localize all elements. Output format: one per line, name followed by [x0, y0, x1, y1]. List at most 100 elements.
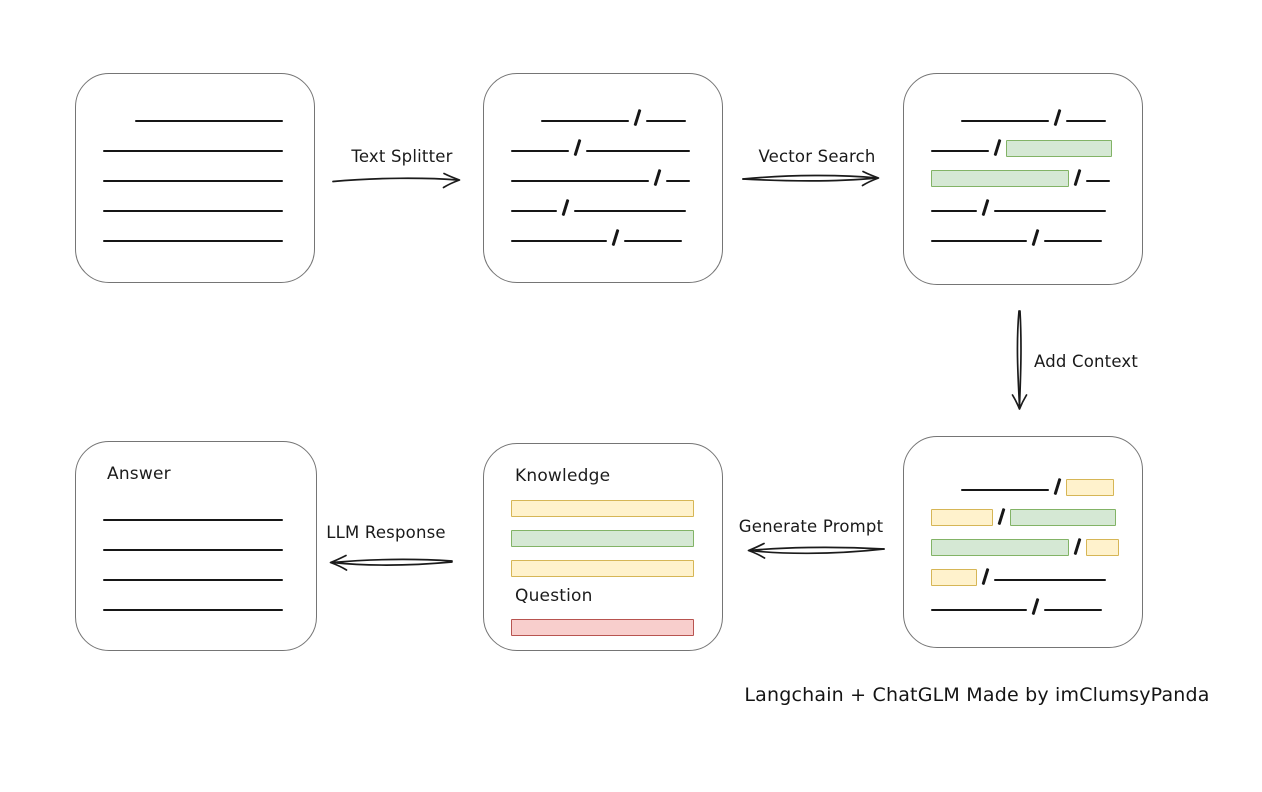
text-fragment-row: [511, 488, 696, 518]
text-fragment-row: [103, 98, 288, 128]
text-fragment-row: [511, 548, 696, 578]
text-line: [573, 210, 686, 212]
slash-separator: [1053, 108, 1062, 127]
text-fragment-row: [103, 218, 288, 248]
text-line: [665, 180, 690, 182]
text-line: [103, 240, 283, 242]
text-fragment-row: [511, 98, 696, 128]
vector-result-lines: [904, 74, 1142, 248]
text-line: [511, 150, 569, 152]
text-fragment-row: [931, 527, 1119, 557]
diagram-caption: Langchain + ChatGLM Made by imClumsyPand…: [744, 684, 1210, 706]
slash-separator: [1031, 597, 1040, 616]
green-highlight-chip: [931, 539, 1069, 556]
document-box: [75, 73, 315, 283]
slash-separator: [1053, 477, 1062, 496]
text-fragment-row: [103, 557, 290, 587]
text-fragment-row: [103, 158, 288, 188]
question-title: Question: [515, 586, 593, 606]
question-bar: [484, 607, 722, 637]
slash-separator: [633, 108, 642, 127]
text-fragment-row: [931, 557, 1116, 587]
text-line: [103, 519, 283, 521]
yellow-highlight-chip: [931, 509, 993, 526]
answer-box: Answer: [75, 441, 317, 651]
text-fragment-row: [511, 518, 696, 548]
yellow-highlight-chip: [511, 500, 694, 517]
text-fragment-row: [511, 128, 696, 158]
answer-title: Answer: [107, 464, 171, 484]
text-line: [645, 120, 686, 122]
text-fragment-row: [103, 527, 290, 557]
knowledge-bars: [484, 487, 722, 578]
text-line: [931, 240, 1027, 242]
answer-lines: [76, 485, 316, 617]
generate-prompt-arrow: [747, 542, 885, 559]
vector-search-arrow: [742, 170, 880, 187]
text-line: [103, 150, 283, 152]
vector-search-label: Vector Search: [758, 147, 876, 166]
text-line: [961, 120, 1049, 122]
llm-response-label: LLM Response: [326, 523, 446, 542]
split-text-box: [483, 73, 723, 283]
text-fragment-row: [511, 188, 696, 218]
yellow-highlight-chip: [1065, 479, 1114, 496]
green-highlight-chip: [1009, 509, 1116, 526]
text-fragment-row: [931, 98, 1116, 128]
text-line: [931, 210, 977, 212]
prompt-box: Knowledge Question: [483, 443, 723, 651]
text-line: [961, 489, 1049, 491]
text-line: [541, 120, 629, 122]
text-line: [135, 120, 283, 122]
slash-separator: [653, 168, 662, 187]
text-line: [511, 210, 557, 212]
green-highlight-chip: [511, 530, 694, 547]
text-line: [1085, 180, 1110, 182]
slash-separator: [981, 567, 990, 586]
slash-separator: [993, 138, 1002, 157]
text-line: [931, 609, 1027, 611]
red-highlight-chip: [511, 619, 694, 636]
text-fragment-row: [931, 497, 1116, 527]
context-lines: [904, 437, 1142, 617]
green-highlight-chip: [931, 170, 1069, 187]
text-fragment-row: [103, 128, 288, 158]
text-fragment-row: [511, 158, 696, 188]
text-line: [511, 240, 607, 242]
split-text-lines: [484, 74, 722, 248]
text-line: [103, 609, 283, 611]
slash-separator: [561, 198, 570, 217]
text-line: [623, 240, 682, 242]
add-context-arrow: [1011, 310, 1028, 410]
slash-separator: [1031, 228, 1040, 247]
text-line: [1065, 120, 1106, 122]
text-line: [1043, 609, 1102, 611]
slash-separator: [611, 228, 620, 247]
text-fragment-row: [931, 128, 1116, 158]
generate-prompt-label: Generate Prompt: [738, 517, 884, 536]
green-highlight-chip: [1005, 140, 1112, 157]
text-fragment-row: [103, 587, 290, 617]
text-line: [993, 210, 1106, 212]
text-fragment-row: [931, 188, 1116, 218]
text-line: [993, 579, 1106, 581]
text-fragment-row: [931, 218, 1116, 248]
slash-separator: [981, 198, 990, 217]
slash-separator: [1073, 537, 1082, 556]
text-splitter-arrow: [332, 172, 461, 189]
yellow-highlight-chip: [1085, 539, 1119, 556]
text-line: [585, 150, 690, 152]
text-fragment-row: [931, 587, 1116, 617]
text-line: [103, 210, 283, 212]
yellow-highlight-chip: [931, 569, 977, 586]
text-line: [103, 549, 283, 551]
knowledge-title: Knowledge: [515, 466, 611, 486]
text-line: [511, 180, 649, 182]
vector-search-result-box: [903, 73, 1143, 285]
text-fragment-row: [511, 607, 696, 637]
slash-separator: [573, 138, 582, 157]
text-line: [931, 150, 989, 152]
llm-response-arrow: [329, 554, 453, 571]
slash-separator: [1073, 168, 1082, 187]
text-fragment-row: [511, 218, 696, 248]
